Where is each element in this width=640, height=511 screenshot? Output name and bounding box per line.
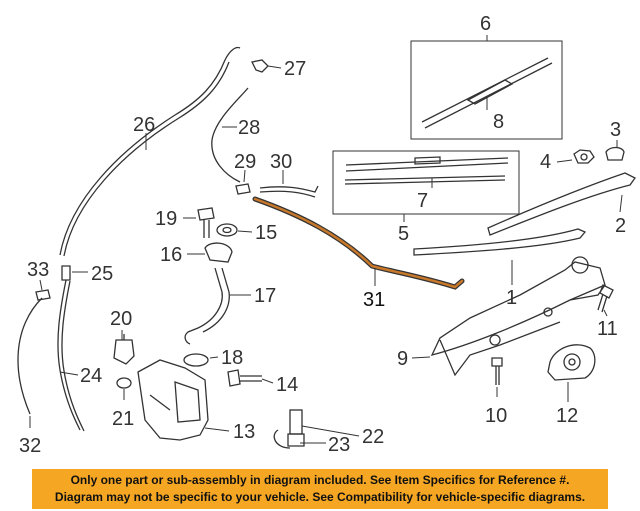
callout-18: 18 [221,347,243,369]
grommet-15 [216,223,238,237]
callout-6: 6 [480,13,491,35]
connector-27 [251,59,269,73]
pump-20 [113,334,135,365]
pump-22 [287,409,305,447]
callout-1: 1 [506,287,517,309]
wiper-motor-12 [547,344,596,381]
bolt-10 [491,357,503,385]
callout-2: 2 [615,215,626,237]
callout-15: 15 [255,222,277,244]
callout-14: 14 [276,374,298,396]
bolt-11 [597,284,614,313]
callout-22: 22 [362,426,384,448]
hose-24 [57,279,81,431]
callout-9: 9 [397,348,408,370]
hose-24-inner [61,280,85,432]
disclaimer-banner: Only one part or sub-assembly in diagram… [32,469,608,509]
hose-30 [259,185,319,198]
callout-33: 33 [27,259,49,281]
wiper-arm-lower [413,228,587,256]
callout-20: 20 [110,308,132,330]
callout-24: 24 [80,365,102,387]
callout-30: 30 [270,151,292,173]
washer-hose-31-highlight [253,197,464,289]
hose-32 [17,297,43,415]
callout-10: 10 [485,405,507,427]
hose-26 [59,46,241,256]
wiper-blade-6 [421,57,553,129]
callout-21: 21 [112,408,134,430]
connector-25 [61,265,71,281]
callout-25: 25 [91,263,113,285]
callout-16: 16 [160,244,182,266]
hose-26-inner [63,61,230,257]
callout-3: 3 [610,119,621,141]
nozzle-16 [204,242,233,263]
callout-4: 4 [540,151,551,173]
callout-32: 32 [19,435,41,457]
callout-28: 28 [238,117,260,139]
callout-7: 7 [417,190,428,212]
callout-5: 5 [398,223,409,245]
hose-28 [211,87,249,183]
bolt-14 [227,369,262,387]
callout-11: 11 [597,318,618,340]
callout-8: 8 [493,111,504,133]
leader-lines [29,35,623,444]
grommet-21 [116,377,132,389]
cap-3 [605,146,625,161]
callout-31: 31 [363,289,385,311]
disclaimer-line-2: Diagram may not be specific to your vehi… [54,490,586,504]
callout-26: 26 [133,114,155,136]
callout-labels: 6 8 3 4 7 5 2 1 11 9 10 12 31 27 28 26 2… [19,13,626,457]
bolt-19 [197,207,215,238]
wiper-linkage-9 [430,256,606,377]
harness-23 [273,429,291,449]
callout-23: 23 [328,434,350,456]
callout-13: 13 [233,421,255,443]
disclaimer-line-1: Only one part or sub-assembly in diagram… [70,473,570,487]
ring-18 [183,353,209,367]
nut-4 [573,149,595,164]
callout-17: 17 [254,285,276,307]
wiper-arm-upper [487,172,636,236]
callout-29: 29 [234,151,256,173]
callout-19: 19 [155,208,177,230]
callout-12: 12 [556,405,578,427]
joint-29 [235,183,251,195]
blade-box-5 [332,150,520,215]
wiper-blade-5 [344,156,509,185]
filler-neck-17 [184,267,230,345]
connector-33 [35,289,51,301]
callout-27: 27 [284,58,306,80]
reservoir-13 [137,359,209,441]
